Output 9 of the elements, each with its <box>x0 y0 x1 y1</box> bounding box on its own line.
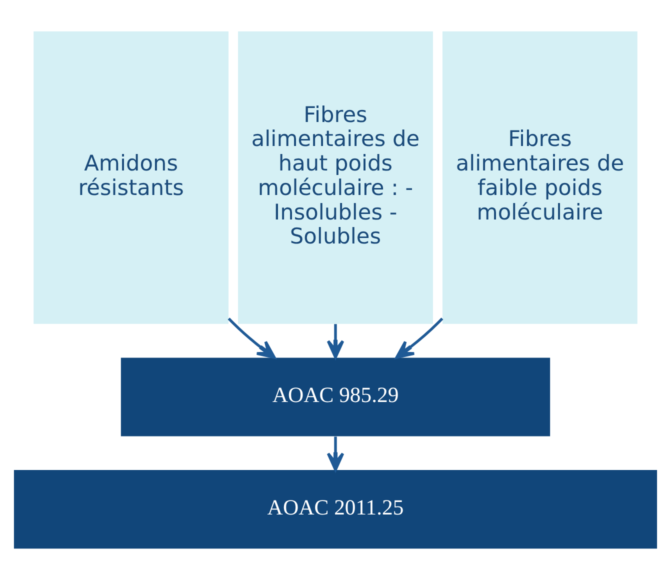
node-box: AOAC 2011.25 <box>14 470 658 548</box>
node-box: Fibres alimentaires de haut poids moléculaire : - Insolubles - Solubles <box>238 30 433 324</box>
node-box: Amidons résistants <box>34 30 229 324</box>
arrow <box>395 317 444 358</box>
arrow <box>326 436 344 471</box>
node-box: AOAC 985.29 <box>120 357 550 436</box>
arrow <box>326 324 344 358</box>
node-box: Fibres alimentaires de faible poids moléculaire <box>442 30 638 324</box>
arrow <box>228 317 276 358</box>
